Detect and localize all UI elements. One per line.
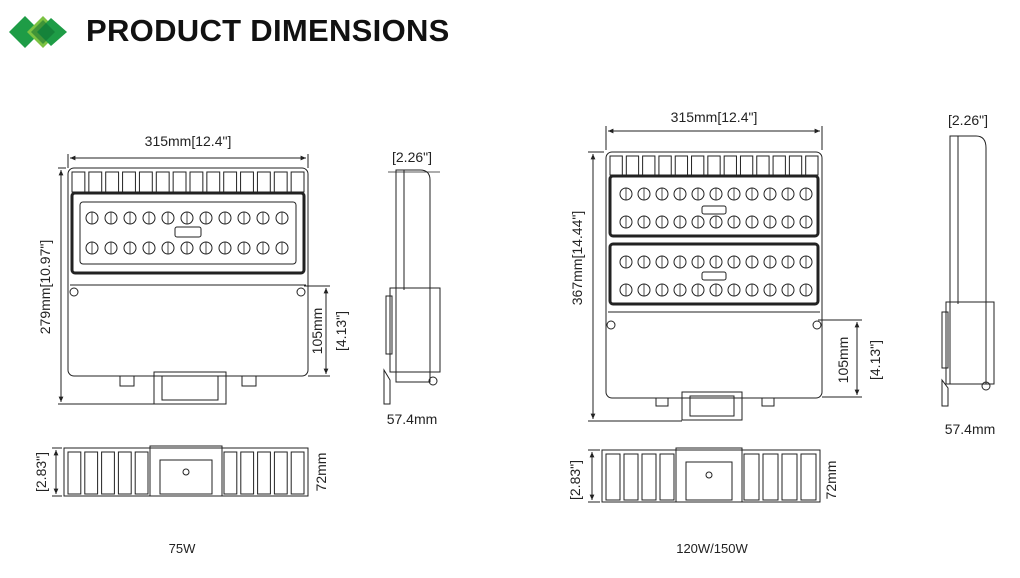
model-75w-led-array — [85, 211, 289, 255]
heat-fin — [256, 171, 271, 193]
model-150w-bracket-dimension — [818, 319, 862, 398]
model-75w-height-dimension — [58, 167, 154, 405]
heat-fin — [172, 171, 187, 193]
model-150w-front-view — [605, 151, 823, 421]
heat-fin — [788, 155, 803, 176]
model-150w-side-depth-mm-label: 57.4mm — [945, 421, 996, 437]
heat-fin — [625, 155, 640, 176]
model-150w-bottom-mm-label: 72mm — [823, 461, 839, 500]
heat-fin — [273, 451, 288, 495]
heat-fin — [138, 171, 153, 193]
heat-fin — [155, 171, 170, 193]
heat-fin — [691, 155, 705, 176]
heat-fin — [84, 451, 99, 495]
heat-fin — [641, 453, 657, 501]
model-75w-front-view — [67, 167, 309, 405]
model-150w-width-dimension — [605, 126, 823, 150]
page-title: PRODUCT DIMENSIONS — [86, 13, 450, 48]
heat-fin — [659, 453, 675, 501]
heat-fin — [609, 155, 623, 176]
heat-fin — [134, 451, 149, 495]
model-150w-height-label: 367mm[14.44"] — [569, 211, 585, 305]
model-75w-height-label: 279mm[10.97"] — [37, 240, 53, 334]
heat-fin — [781, 453, 798, 501]
heat-fin — [257, 451, 271, 495]
model-150w-width-label: 315mm[12.4"] — [671, 109, 758, 125]
model-150w-led-array — [619, 187, 813, 297]
heat-fin — [189, 171, 204, 193]
heat-fin — [756, 155, 770, 176]
heat-fin — [642, 155, 656, 176]
model-75w-bottom-mm-label: 72mm — [313, 453, 329, 492]
heat-fin — [117, 451, 132, 495]
model-75w-bottom-view — [52, 445, 309, 497]
model-75w-caption: 75W — [169, 541, 196, 556]
model-75w-side-view — [383, 169, 441, 405]
heat-fin — [273, 171, 288, 193]
heat-fin — [290, 171, 305, 193]
model-75w-bracket-dimension — [304, 285, 330, 377]
heat-fin — [290, 451, 305, 495]
model-150w-bottom-view — [588, 447, 821, 503]
heat-fin — [206, 171, 221, 193]
model-75w-bracket-mm-label: 105mm — [309, 308, 325, 355]
heat-fin — [739, 155, 754, 176]
heat-fin — [674, 155, 689, 176]
heat-fin — [223, 171, 238, 193]
heat-fin — [707, 155, 721, 176]
heat-fin — [658, 155, 672, 176]
model-75w-bottom-in-label: [2.83"] — [33, 452, 49, 492]
heat-fin — [800, 453, 817, 501]
model-150w-side-view — [941, 135, 995, 407]
heat-fin — [762, 453, 779, 501]
model-150w-caption: 120W/150W — [676, 541, 748, 556]
model-150w-bottom-in-label: [2.83"] — [567, 460, 583, 500]
heat-fin — [223, 451, 238, 495]
model-150w-height-dimension — [588, 151, 682, 422]
heat-fin — [67, 451, 82, 495]
heat-fin — [623, 453, 639, 501]
heat-fin — [88, 171, 103, 193]
heat-fin — [723, 155, 737, 176]
model-75w-side-depth-mm-label: 57.4mm — [387, 411, 438, 427]
heat-fin — [772, 155, 786, 176]
brand-logo-icon — [9, 16, 67, 48]
heat-fin — [605, 453, 621, 501]
model-75w-width-label: 315mm[12.4"] — [145, 133, 232, 149]
model-75w-bracket-in-label: [4.13"] — [333, 311, 349, 351]
model-150w-bracket-in-label: [4.13"] — [867, 340, 883, 380]
heat-fin — [71, 171, 86, 193]
heat-fin — [240, 171, 254, 193]
header: PRODUCT DIMENSIONS — [0, 0, 1020, 70]
heat-fin — [105, 171, 120, 193]
heat-fin — [240, 451, 255, 495]
model-75w-width-dimension — [67, 154, 309, 168]
model-150w-bracket-mm-label: 105mm — [835, 337, 851, 384]
heat-fin — [122, 171, 136, 193]
model-75w-side-depth-in-label: [2.26"] — [392, 149, 432, 165]
model-150w-side-depth-in-label: [2.26"] — [948, 112, 988, 128]
heat-fin — [101, 451, 115, 495]
heat-fin — [805, 155, 819, 176]
heat-fin — [743, 453, 760, 501]
